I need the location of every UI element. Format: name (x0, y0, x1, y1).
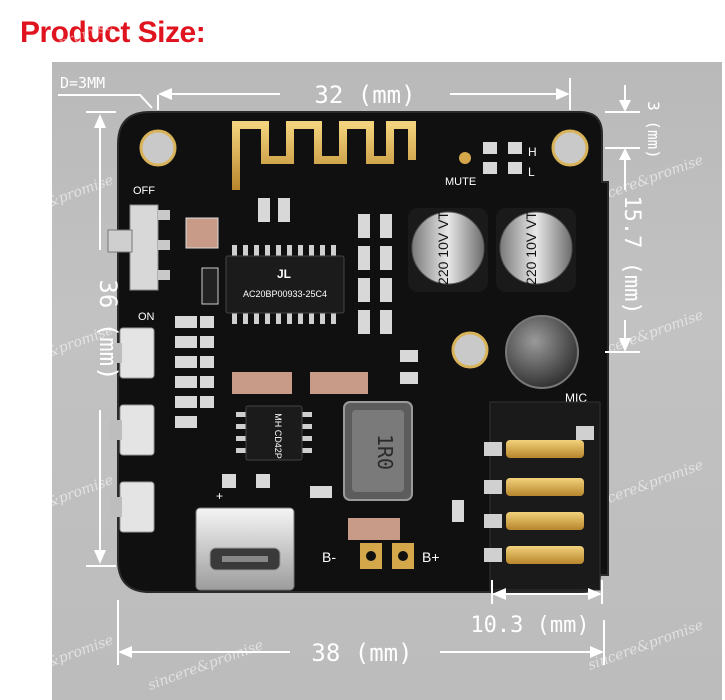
battery-plus-label: B+ (422, 549, 440, 565)
on-label: ON (138, 311, 155, 323)
cap-right-marking: 220 10V VT (523, 211, 539, 285)
amp-chip: MH CD42P (236, 405, 312, 461)
right-mid-label: 15.7 (mm) (619, 195, 644, 314)
button-2[interactable] (110, 404, 155, 456)
micro-usb-port[interactable] (195, 507, 295, 591)
off-label: OFF (133, 185, 155, 197)
antenna-trace (232, 121, 416, 190)
button-1[interactable] (110, 327, 155, 379)
h-label: H (528, 145, 537, 159)
jack-width-label: 10.3 (mm) (470, 613, 589, 638)
power-switch[interactable] (107, 204, 170, 291)
right-mid-dimension: 15.7 (mm) (605, 160, 644, 353)
right-top-label: 3 (mm) (644, 101, 663, 159)
chip-logo: JL (277, 267, 291, 281)
watermark: sincere&promise (286, 7, 406, 64)
thickness-callout: D=3MM (58, 74, 153, 109)
watermark: sincere&promise (0, 472, 116, 529)
left-height-dimension: 36 (mm) (86, 111, 122, 567)
amp-chip-marking: MH CD42P (273, 413, 283, 459)
top-width-label: 32 (mm) (314, 81, 415, 109)
jack-width-dimension: 10.3 (mm) (470, 580, 603, 638)
chip-marking: AC20BP00933-25C4 (243, 289, 327, 299)
bottom-width-label: 38 (mm) (311, 639, 412, 667)
mount-hole (139, 129, 177, 167)
right-top-dimension: 3 (mm) (605, 85, 663, 160)
watermark: sincere&promise (586, 2, 706, 59)
button-3[interactable] (110, 481, 155, 533)
microphone (505, 315, 579, 389)
bottom-width-dimension: 38 (mm) (117, 600, 605, 667)
capacitor-left: 220 10V VT (408, 208, 488, 292)
mute-label: MUTE (445, 176, 476, 188)
watermark: sincere&promise (0, 632, 116, 689)
mount-hole (551, 129, 589, 167)
watermark: sincere&promise (0, 17, 116, 74)
audio-jack[interactable] (484, 401, 601, 591)
mute-pad (459, 152, 471, 164)
inductor: 1R0 (343, 401, 413, 501)
thickness-label: D=3MM (60, 74, 105, 92)
left-height-label: 36 (mm) (94, 279, 122, 380)
main-chip: JL AC20BP00933-25C4 (225, 245, 345, 324)
watermark: sincere&promise (146, 637, 266, 694)
usb-plus-label: + (216, 489, 223, 503)
watermark: sincere&promise (0, 172, 116, 229)
battery-pads (360, 543, 414, 569)
mount-hole (451, 331, 489, 369)
smd-components (175, 142, 522, 540)
l-label: L (528, 165, 535, 179)
inductor-marking: 1R0 (373, 434, 397, 470)
battery-minus-label: B- (322, 549, 336, 565)
cap-left-marking: 220 10V VT (435, 211, 451, 285)
capacitor-right: 220 10V VT (496, 208, 576, 292)
page-title: Product Size: (20, 16, 206, 49)
top-width-dimension: 32 (mm) (157, 78, 571, 110)
